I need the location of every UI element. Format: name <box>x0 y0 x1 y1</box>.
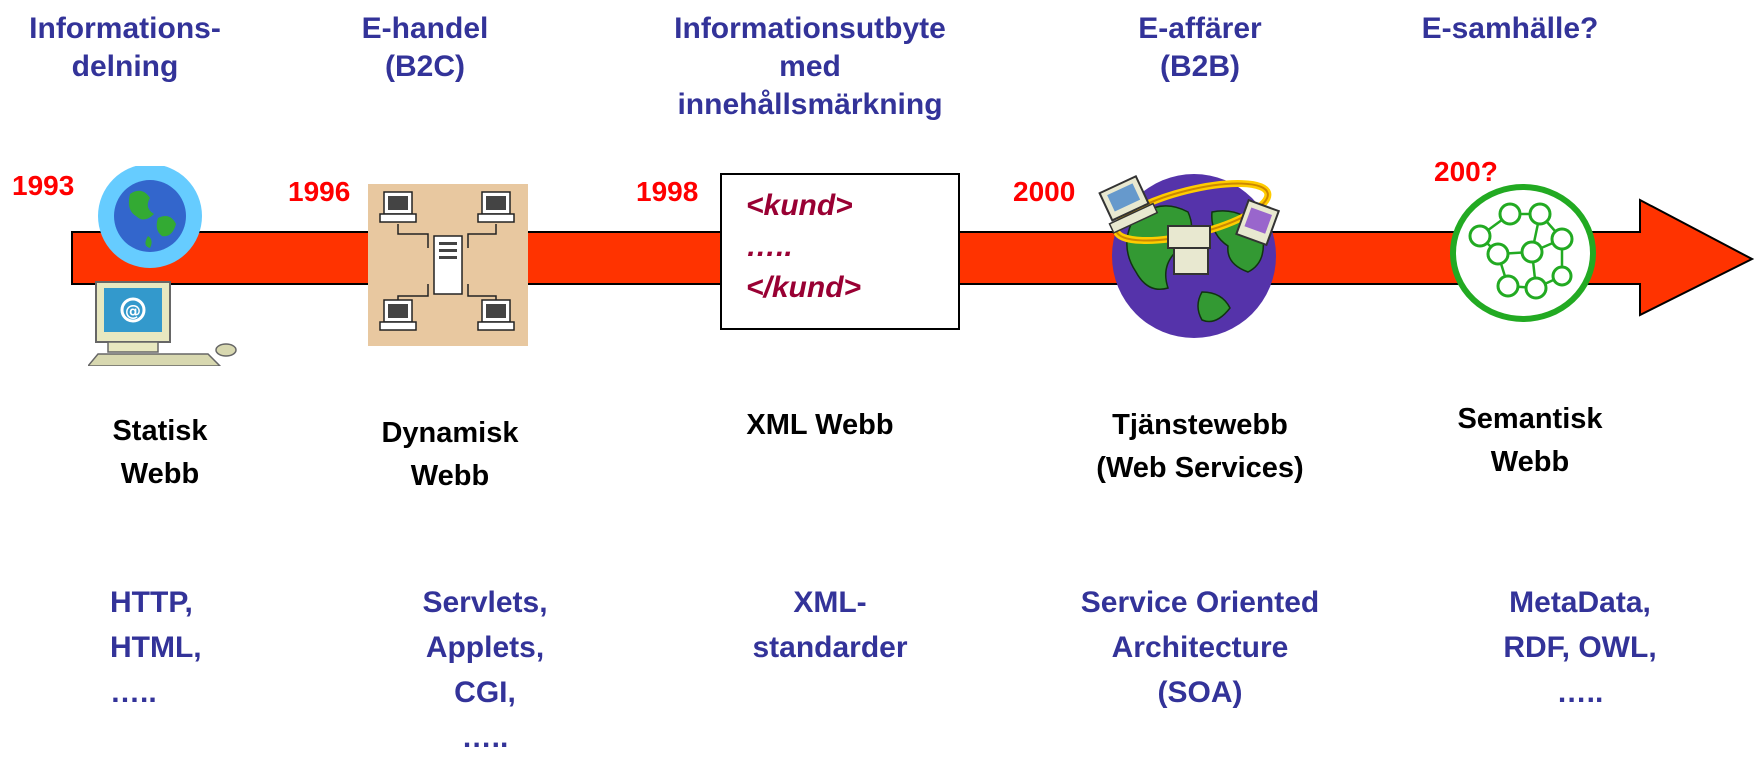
network-diagram-icon <box>368 184 528 346</box>
era-heading-5: E-samhälle? <box>1421 12 1599 45</box>
era-heading-2: E-handel (B2C) <box>361 12 489 83</box>
era-heading-3: Informationsutbyte med innehållsmärkning <box>674 12 946 121</box>
stage-tech-3: XML- standarder <box>752 586 908 664</box>
globe-computer-icon: @ <box>88 166 237 366</box>
stage-name-1: Statisk Webb <box>112 415 208 490</box>
stage-tech-5: MetaData, RDF, OWL, ….. <box>1503 586 1657 709</box>
semantic-graph-icon <box>1450 184 1596 322</box>
stage-tech-1: HTTP, HTML, ….. <box>110 586 202 709</box>
stage-name-3: XML Webb <box>746 409 894 441</box>
year-label-5: 200? <box>1434 156 1498 187</box>
year-label-1: 1993 <box>12 170 75 201</box>
stage-name-2: Dynamisk Webb <box>381 417 519 492</box>
stage-name-4: Tjänstewebb (Web Services) <box>1096 409 1304 484</box>
stage-tech-2: Servlets, Applets, CGI, ….. <box>422 586 548 754</box>
xml-ellipsis: ….. <box>746 230 793 263</box>
xml-document-icon: <kund> ….. </kund> <box>720 173 960 330</box>
year-label-2: 1996 <box>288 176 351 207</box>
xml-close-tag: </kund> <box>746 271 862 304</box>
year-label-4: 2000 <box>1013 176 1076 207</box>
stage-name-5: Semantisk Webb <box>1457 403 1603 478</box>
xml-open-tag: <kund> <box>746 189 853 222</box>
stage-tech-4: Service Oriented Architecture (SOA) <box>1080 586 1320 709</box>
era-heading-4: E-affärer (B2B) <box>1138 12 1262 83</box>
svg-text:@: @ <box>125 301 141 320</box>
year-label-3: 1998 <box>636 176 699 207</box>
globe-network-icon <box>1098 174 1281 338</box>
era-heading-1: Informations- delning <box>29 12 221 83</box>
